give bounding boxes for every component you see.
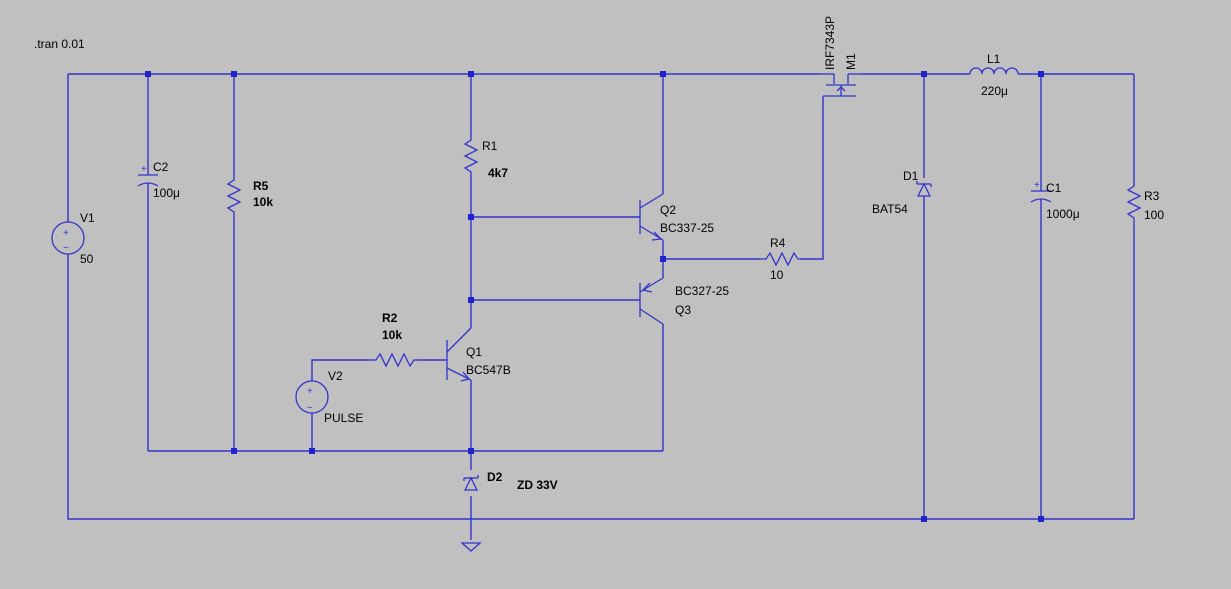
voltage-source-v1: + − V1 50 [51,211,95,266]
resistor-r1: R1 4k7 [463,136,508,180]
c2-polarity: + [141,164,147,175]
q1-ref: Q1 [466,345,482,359]
l1-ref: L1 [987,52,1001,66]
d1-ref: D1 [903,169,919,183]
r1-ref: R1 [482,139,498,153]
r3-ref: R3 [1144,189,1160,203]
r2-ref: R2 [382,311,398,325]
d1-value: BAT54 [872,202,908,216]
diode-d1: D1 BAT54 [872,169,932,216]
r1-value: 4k7 [488,166,508,180]
d2-ref: D2 [487,470,503,484]
m1-ref: M1 [844,53,858,70]
v2-value: PULSE [324,411,363,425]
q3-ref: Q3 [675,303,691,317]
v2-minus: − [307,403,313,414]
transistor-q2: Q2 BC337-25 [639,193,714,241]
resistor-r4: R4 10 [760,236,800,282]
junction-dots [145,71,1044,522]
wires [67,73,1135,540]
plus-sign: + [63,228,69,239]
m1-value: IRF7343P [823,16,837,70]
c2-value: 100μ [153,186,180,200]
transistor-q1: Q1 BC547B [446,327,511,382]
d2-value: ZD 33V [517,478,558,492]
q2-value: BC337-25 [660,221,714,235]
r5-ref: R5 [253,179,269,193]
c1-value: 1000μ [1046,207,1080,221]
v2-ref: V2 [328,369,343,383]
transistor-q3: BC327-25 Q3 [639,277,729,325]
resistor-r3: R3 100 [1126,182,1164,228]
r3-value: 100 [1144,208,1164,222]
r4-ref: R4 [770,236,786,250]
v1-ref: V1 [80,211,95,225]
inductor-l1: L1 220μ [969,52,1019,98]
zener-diode-d2: D2 ZD 33V [463,470,558,492]
c1-ref: C1 [1046,181,1062,195]
resistor-r5: R5 10k [226,176,273,216]
r5-value: 10k [253,195,273,209]
capacitor-c2: + C2 100μ [137,160,180,200]
tran-directive: .tran 0.01 [34,37,85,51]
c1-polarity: + [1034,180,1040,191]
mosfet-m1: IRF7343P M1 [820,16,862,97]
resistor-r2: R2 10k [370,311,418,368]
v1-value: 50 [80,252,94,266]
q2-ref: Q2 [660,203,676,217]
c2-ref: C2 [153,160,169,174]
q3-value: BC327-25 [675,284,729,298]
l1-value: 220μ [981,84,1008,98]
voltage-source-v2: + − V2 PULSE [295,369,363,425]
r2-value: 10k [382,328,402,342]
ground-symbol [460,542,482,552]
v2-plus: + [307,386,313,397]
capacitor-c1: + C1 1000μ [1030,180,1080,221]
r4-value: 10 [770,268,784,282]
q1-value: BC547B [466,363,511,377]
minus-sign: − [63,243,69,254]
